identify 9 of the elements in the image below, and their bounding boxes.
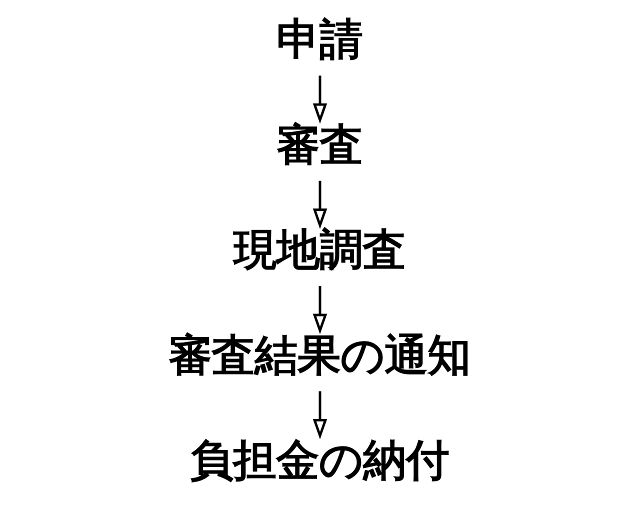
node-text: 負担金の納付 — [190, 436, 450, 486]
node-text: 審査 — [276, 120, 363, 170]
node-text: 審査結果の通知 — [168, 330, 470, 381]
node-text: 申請 — [276, 15, 363, 66]
node-text: 現地調査 — [233, 226, 406, 276]
arrow — [312, 391, 328, 440]
arrow — [312, 76, 328, 124]
arrow — [312, 180, 328, 229]
arrow — [312, 286, 328, 334]
